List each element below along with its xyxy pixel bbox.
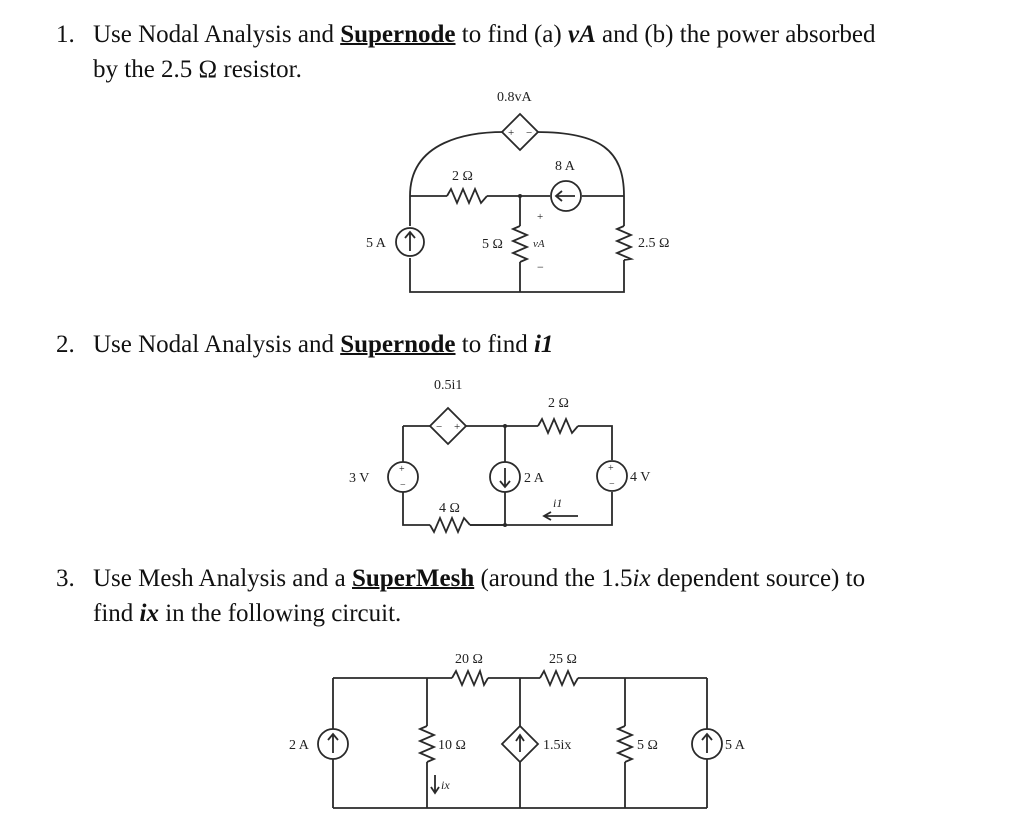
resistor-10ohm	[417, 725, 437, 763]
label-5a: 5 A	[366, 236, 387, 251]
minus-sign: −	[609, 479, 615, 490]
arrow-up-icon	[515, 733, 525, 752]
problem-text: Use Mesh Analysis and a	[93, 565, 346, 592]
minus-sign: −	[537, 260, 544, 274]
wire	[470, 492, 613, 526]
label-dep-source: 0.5i1	[434, 378, 462, 393]
label-dep-source: 0.8vA	[497, 90, 533, 105]
arrow-left-icon	[554, 190, 575, 202]
label-8a: 8 A	[555, 159, 576, 174]
problem-number: 1.	[56, 21, 75, 48]
problem-text: dependent source) to	[656, 565, 866, 592]
problem-1: 1. Use Nodal Analysis and Supernode to f…	[56, 18, 1016, 88]
label-va: vA	[533, 238, 545, 250]
problem-text: and (b) the power absorbed	[602, 21, 876, 48]
problem-3-line-2: find ix in the following circuit.	[93, 597, 401, 631]
problem-text: find	[93, 600, 134, 627]
problem-text: Use Nodal Analysis and	[93, 21, 334, 48]
label-2a: 2 A	[289, 738, 310, 753]
label-r-top: 2 Ω	[452, 169, 473, 184]
plus-sign: +	[537, 211, 543, 223]
problem-2-line-1: Use Nodal Analysis and Supernode to find…	[93, 328, 553, 362]
wire	[535, 131, 625, 197]
circuit-3: 20 Ω 25 Ω 2 A 10 Ω ix 1.5ix 5 Ω 5 A	[289, 652, 746, 809]
label-r-mid: 5 Ω	[482, 237, 503, 252]
resistor-2.5ohm	[614, 225, 635, 261]
label-25ohm: 25 Ω	[549, 652, 577, 667]
arrow-up-icon	[327, 732, 339, 753]
dependent-voltage-source-1	[500, 112, 540, 152]
problem-text: to find (a)	[461, 21, 562, 48]
problem-number: 2.	[56, 331, 75, 358]
problem-text: in the following circuit.	[165, 600, 402, 627]
resistor-4ohm	[429, 515, 471, 535]
label-2a: 2 A	[524, 471, 545, 486]
resistor-20ohm	[451, 668, 489, 688]
problem-variable: vA	[567, 21, 596, 48]
minus-sign: −	[526, 127, 532, 139]
problem-number: 3.	[56, 565, 75, 592]
arrow-left-icon	[542, 511, 578, 521]
label-10ohm: 10 Ω	[438, 738, 466, 753]
label-ix: ix	[441, 778, 450, 792]
problem-3: 3. Use Mesh Analysis and a SuperMesh (ar…	[56, 562, 1016, 632]
label-r-top: 2 Ω	[548, 396, 569, 411]
label-3v: 3 V	[349, 471, 369, 486]
problem-text: (around the 1.5	[480, 565, 633, 592]
resistor-5ohm	[510, 225, 530, 263]
wire	[409, 131, 505, 197]
circuit-2: − + + − + − 0.5i1 2 Ω 3 V 2 A i1 4 V 4 Ω	[349, 378, 650, 535]
label-i1: i1	[553, 496, 562, 510]
arrow-up-icon	[404, 230, 416, 251]
voltage-source-4v	[596, 460, 628, 492]
problem-variable: ix	[139, 600, 159, 627]
problem-variable: ix	[632, 565, 651, 592]
label-dep-source: 1.5ix	[543, 738, 571, 753]
plus-sign: +	[608, 463, 614, 474]
problem-3-line-1: Use Mesh Analysis and a SuperMesh (aroun…	[93, 562, 865, 596]
wire	[409, 196, 625, 293]
dependent-voltage-source-2	[428, 406, 468, 446]
problem-text: to find	[461, 331, 528, 358]
minus-sign: −	[436, 421, 442, 433]
arrow-down-icon	[430, 775, 440, 795]
arrow-up-icon	[701, 732, 713, 753]
problem-text: Use Nodal Analysis and	[93, 331, 334, 358]
label-20ohm: 20 Ω	[455, 652, 483, 667]
minus-sign: −	[400, 480, 406, 491]
problem-1-line-2: by the 2.5 Ω resistor.	[93, 56, 302, 83]
problem-2: 2. Use Nodal Analysis and Supernode to f…	[56, 328, 756, 364]
label-4v: 4 V	[630, 470, 650, 485]
resistor-25ohm	[539, 668, 579, 688]
resistor-5ohm	[615, 725, 635, 763]
arrow-down-icon	[499, 468, 511, 489]
label-r-bottom: 4 Ω	[439, 501, 460, 516]
node	[503, 523, 507, 527]
plus-sign: +	[454, 421, 460, 433]
circuit-1: + − 0.8vA 2 Ω 8 A 5 A 5 Ω + vA − 2.5 Ω	[366, 90, 669, 293]
plus-sign: +	[399, 464, 405, 475]
voltage-source-3v	[387, 461, 419, 493]
resistor-2ohm	[537, 416, 579, 436]
label-5ohm: 5 Ω	[637, 738, 658, 753]
plus-sign: +	[508, 127, 514, 139]
label-5a: 5 A	[725, 738, 746, 753]
problem-keyword: SuperMesh	[352, 565, 475, 592]
problem-variable: i1	[533, 331, 554, 358]
resistor-2ohm	[446, 186, 488, 206]
problem-keyword: Supernode	[340, 21, 456, 48]
problem-1-line-1: Use Nodal Analysis and Supernode to find…	[93, 18, 876, 52]
node	[503, 424, 507, 428]
label-r-right: 2.5 Ω	[638, 236, 669, 251]
problem-keyword: Supernode	[340, 331, 456, 358]
node	[518, 194, 522, 198]
